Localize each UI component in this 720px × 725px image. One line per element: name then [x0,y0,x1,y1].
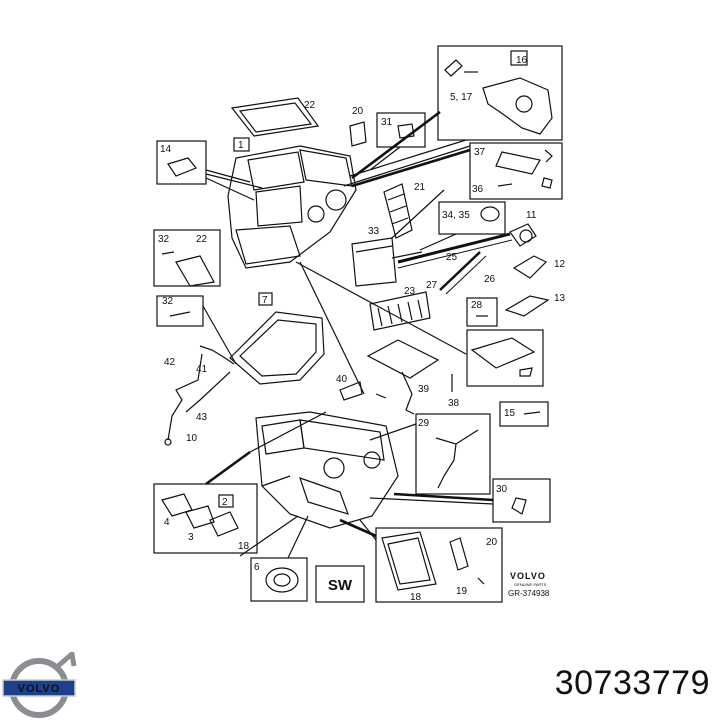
label-22-top: 22 [304,100,316,111]
part-23-evaporator [369,291,431,331]
label-1: 1 [238,140,244,151]
cable-harness [199,345,235,365]
upper-hvac-housing [227,145,357,269]
label-33: 33 [368,226,380,237]
part-33-heater-core [351,237,397,287]
callout-box-32 [156,295,204,327]
label-20-top: 20 [352,106,364,117]
label-34-35: 34, 35 [442,210,470,221]
callout-box-14 [156,140,207,185]
volvo-logo-text: VOLVO [18,683,61,695]
sw-box [315,565,365,603]
label-13: 13 [554,293,566,304]
label-6: 6 [254,562,260,573]
part-13 [504,295,550,317]
label-4: 4 [164,517,170,528]
label-19: 19 [456,586,468,597]
callout-box-tray [466,329,544,387]
ref-box-1 [233,137,250,152]
label-12: 12 [554,259,566,270]
part-20-bracket [349,121,367,147]
label-27: 27 [426,280,438,291]
label-25: 25 [446,252,458,263]
part-number: 30733779 [554,664,710,702]
part-39-frame [366,339,440,379]
part-6-blower-fan [265,567,299,593]
callout-box-18-19-20 [375,527,503,603]
callout-box-37 [469,142,563,200]
label-38: 38 [448,398,460,409]
diagram-brand-text: VOLVO [510,571,546,581]
label-11: 11 [526,210,537,221]
label-3: 3 [188,532,194,543]
label-32-top: 32 [158,234,170,245]
label-39: 39 [418,384,430,395]
label-23: 23 [404,286,416,297]
part-7-housing [229,311,325,385]
label-28: 28 [471,300,483,311]
callout-box-31 [376,112,426,148]
label-18-lower: 18 [410,592,422,603]
label-20-lower: 20 [486,537,498,548]
label-18-left: 18 [238,541,250,552]
label-5-17: 5, 17 [450,92,473,103]
part-16-shape [482,77,553,135]
label-21: 21 [414,182,426,193]
label-2: 2 [222,497,228,508]
label-36: 36 [472,184,484,195]
label-7: 7 [262,295,268,306]
callout-box-15 [499,401,549,427]
callout-box-32-22 [153,229,221,287]
callout-box-30 [492,478,551,523]
callout-box-6 [250,557,308,602]
label-22-left: 22 [196,234,208,245]
part-40 [339,381,363,401]
part-22-filter [230,97,320,137]
callout-box-16 [437,45,563,141]
callout-box-34-35 [438,201,506,235]
diagram-brand-subtext: GENUINE PARTS [514,582,547,587]
part-18-filter [381,531,437,591]
ref-box-7 [258,292,273,306]
label-26: 26 [484,274,496,285]
part-12 [512,255,548,279]
label-15: 15 [504,408,516,419]
label-10: 10 [186,433,198,444]
label-16: 16 [516,55,528,66]
label-14: 14 [160,144,172,155]
callout-box-29 [415,413,491,495]
sw-label: SW [328,577,353,594]
part-21-panel [383,183,413,239]
label-40: 40 [336,374,348,385]
label-29: 29 [418,418,430,429]
part-11 [509,223,537,247]
label-42: 42 [164,357,176,368]
label-32-lower: 32 [162,296,174,307]
label-41: 41 [196,364,208,375]
callout-box-28 [466,297,498,327]
label-30: 30 [496,484,508,495]
label-43: 43 [196,412,208,423]
volvo-logo: VOLVO [2,652,77,718]
callout-box-2-3-4 [153,483,258,554]
label-31: 31 [381,117,393,128]
ref-box-16 [510,50,528,66]
ref-box-2 [218,494,234,508]
lower-hvac-housing [255,411,399,529]
diagram-ref-code: GR-374938 [508,589,550,598]
label-37: 37 [474,147,486,158]
